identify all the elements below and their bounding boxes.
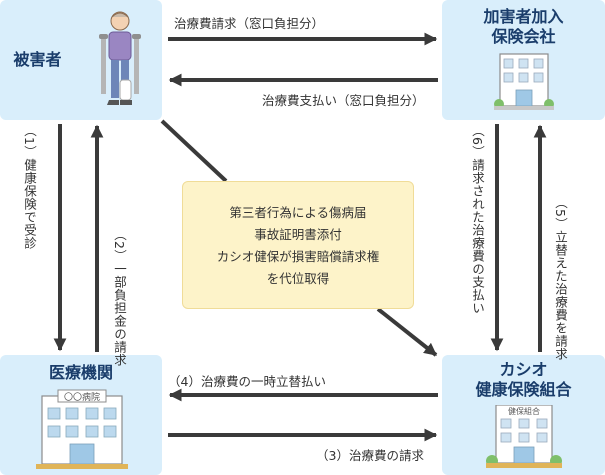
label-victim-to-insurer: 治療費請求（窓口負担分）	[174, 16, 325, 31]
kumiai-box: カシオ 健康保険組合 健保組合	[442, 355, 605, 475]
hospital-sign: 〇〇病院	[64, 391, 100, 403]
kumiai-title-line2: 健康保険組合	[475, 380, 572, 399]
label-kumiai-to-hospital: （4）治療費の一時立替払い	[168, 374, 326, 389]
insurer-box: 加害者加入 保険会社	[442, 0, 605, 120]
note-line-1: 第三者行為による傷病届	[229, 205, 367, 220]
kumiai-building-icon: 健保組合	[486, 405, 562, 468]
kumiai-sign: 健保組合	[508, 406, 540, 416]
subrogation-note: 第三者行為による傷病届 事故証明書添付 カシオ健保が損害賠償請求権 を代位取得	[182, 181, 414, 309]
injured-person-icon	[99, 11, 141, 105]
arrow-note-to-kumiai	[376, 307, 438, 357]
note-line-2: 事故証明書添付	[254, 227, 342, 242]
label-victim-to-hospital: （1）健康保険で受診	[22, 124, 37, 250]
victim-box: 被害者	[0, 0, 162, 120]
insurer-title-line2: 保険会社	[491, 27, 556, 46]
diagonal-victim-to-note	[160, 119, 228, 183]
kumiai-title-line1: カシオ	[499, 360, 548, 379]
label-hospital-to-kumiai: （3）治療費の請求	[316, 448, 424, 463]
label-insurer-to-victim: 治療費支払い（窓口負担分）	[262, 93, 425, 108]
label-hospital-to-victim: （2）一部負担金の請求	[112, 228, 127, 367]
victim-title: 被害者	[13, 50, 62, 69]
insurer-title-line1: 加害者加入	[483, 7, 564, 26]
note-line-3: カシオ健保が損害賠償請求権	[216, 249, 380, 264]
note-line-4: を代位取得	[266, 271, 330, 286]
insurance-building-icon	[494, 53, 554, 110]
hospital-title: 医療機関	[48, 363, 113, 382]
hospital-box: 医療機関 〇〇病院	[0, 355, 162, 475]
hospital-building-icon: 〇〇病院	[36, 389, 128, 469]
label-insurer-to-kumiai: （6）請求された治療費の支払い	[470, 124, 485, 315]
label-kumiai-to-insurer: （5）立替えた治療費を請求	[553, 196, 568, 361]
